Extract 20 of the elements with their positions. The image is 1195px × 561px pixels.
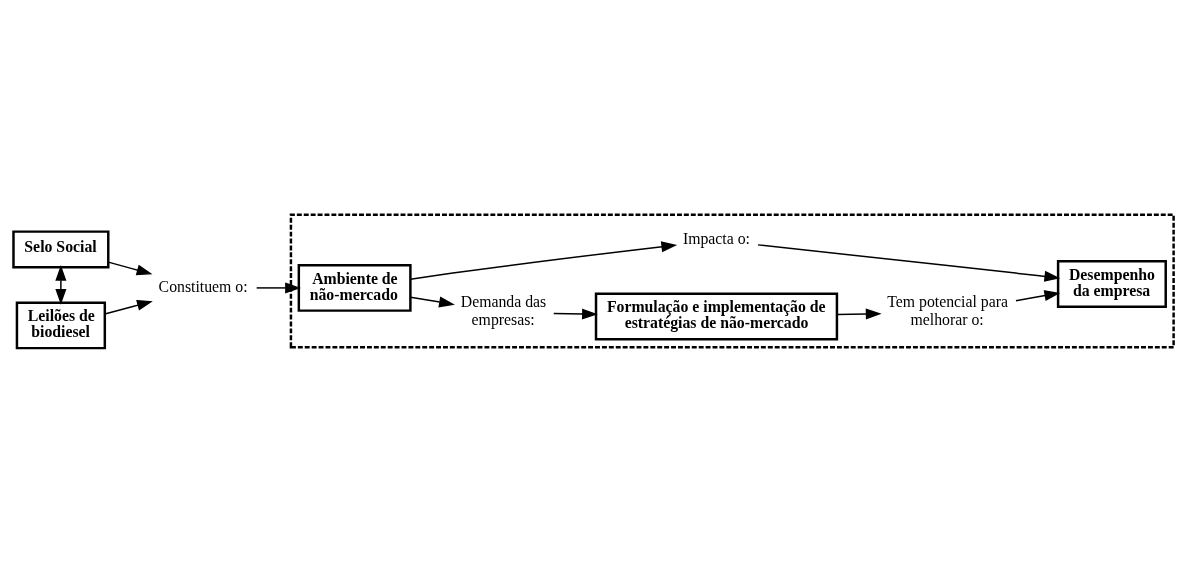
node-text: Constituem o: xyxy=(158,277,248,295)
node-text: Tem potencial para melhorar o: xyxy=(887,292,1008,328)
arrow xyxy=(409,240,678,280)
node-text: Demanda das empresas: xyxy=(460,292,547,328)
arrow xyxy=(836,307,882,320)
arrow xyxy=(1015,289,1061,301)
arrow xyxy=(255,281,301,293)
arrow xyxy=(757,243,1061,282)
arrow xyxy=(104,299,153,315)
node-box: Selo Social xyxy=(12,229,110,268)
cluster xyxy=(289,213,1175,348)
node-text: Impacta o: xyxy=(682,229,750,247)
node-box: Formulação e implementação de estratégias de não-mercado xyxy=(594,292,839,340)
arrow xyxy=(107,260,153,275)
node-box: Desempenho da empresa xyxy=(1056,259,1167,308)
node-box: Leilões de biodiesel xyxy=(15,301,107,349)
arrow xyxy=(553,308,598,320)
arrow xyxy=(409,295,455,307)
arrow xyxy=(55,264,67,305)
node-box: Ambiente de não-mercado xyxy=(297,263,412,312)
